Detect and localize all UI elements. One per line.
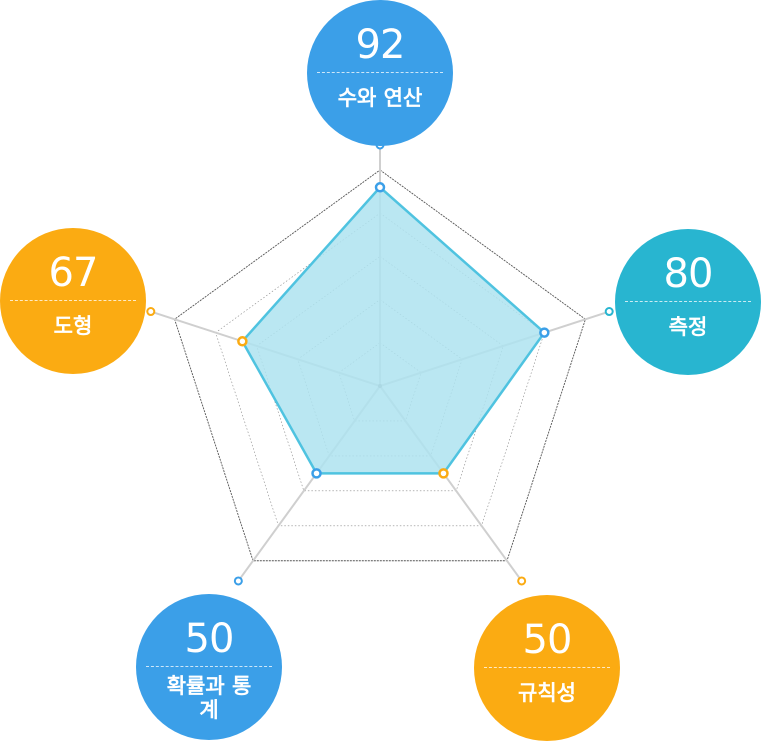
axis-end-dot-3: [233, 576, 243, 586]
data-point-1: [539, 327, 550, 338]
axis-value: 50: [184, 616, 235, 662]
axis-bubble-probability-statistics: 50 확률과 통계: [136, 594, 282, 740]
bubble-divider: [10, 300, 136, 301]
axis-label: 수와 연산: [337, 86, 423, 110]
axis-label: 규칙성: [518, 681, 576, 705]
axis-bubble-geometry: 67 도형: [0, 228, 146, 374]
data-point-2: [438, 468, 449, 479]
axis-value: 67: [48, 250, 99, 296]
axis-bubble-measurement: 80 측정: [615, 229, 761, 375]
axis-label: 측정: [668, 315, 708, 339]
axis-value: 80: [663, 251, 714, 297]
axis-end-dot-4: [146, 307, 156, 317]
axis-bubble-number-operations: 92 수와 연산: [307, 0, 453, 146]
axis-value: 50: [522, 617, 573, 663]
bubble-divider: [625, 301, 751, 302]
grid-ring-5: [174, 169, 586, 562]
bubble-divider: [146, 666, 272, 667]
data-point-0: [374, 182, 386, 193]
axis-label: 도형: [53, 314, 93, 338]
axis-label: 확률과 통계: [166, 674, 252, 722]
bubble-divider: [317, 72, 443, 73]
data-point-3: [311, 468, 322, 479]
axis-end-dot-2: [517, 576, 527, 586]
data-polygon: [240, 185, 547, 475]
radar-data-area: [240, 185, 547, 475]
data-point-4: [237, 336, 248, 347]
axis-end-dot-1: [604, 307, 614, 317]
axis-value: 92: [355, 22, 406, 68]
axis-bubble-patterns: 50 규칙성: [474, 595, 620, 741]
bubble-divider: [484, 667, 610, 668]
radar-data-points: [237, 182, 550, 479]
